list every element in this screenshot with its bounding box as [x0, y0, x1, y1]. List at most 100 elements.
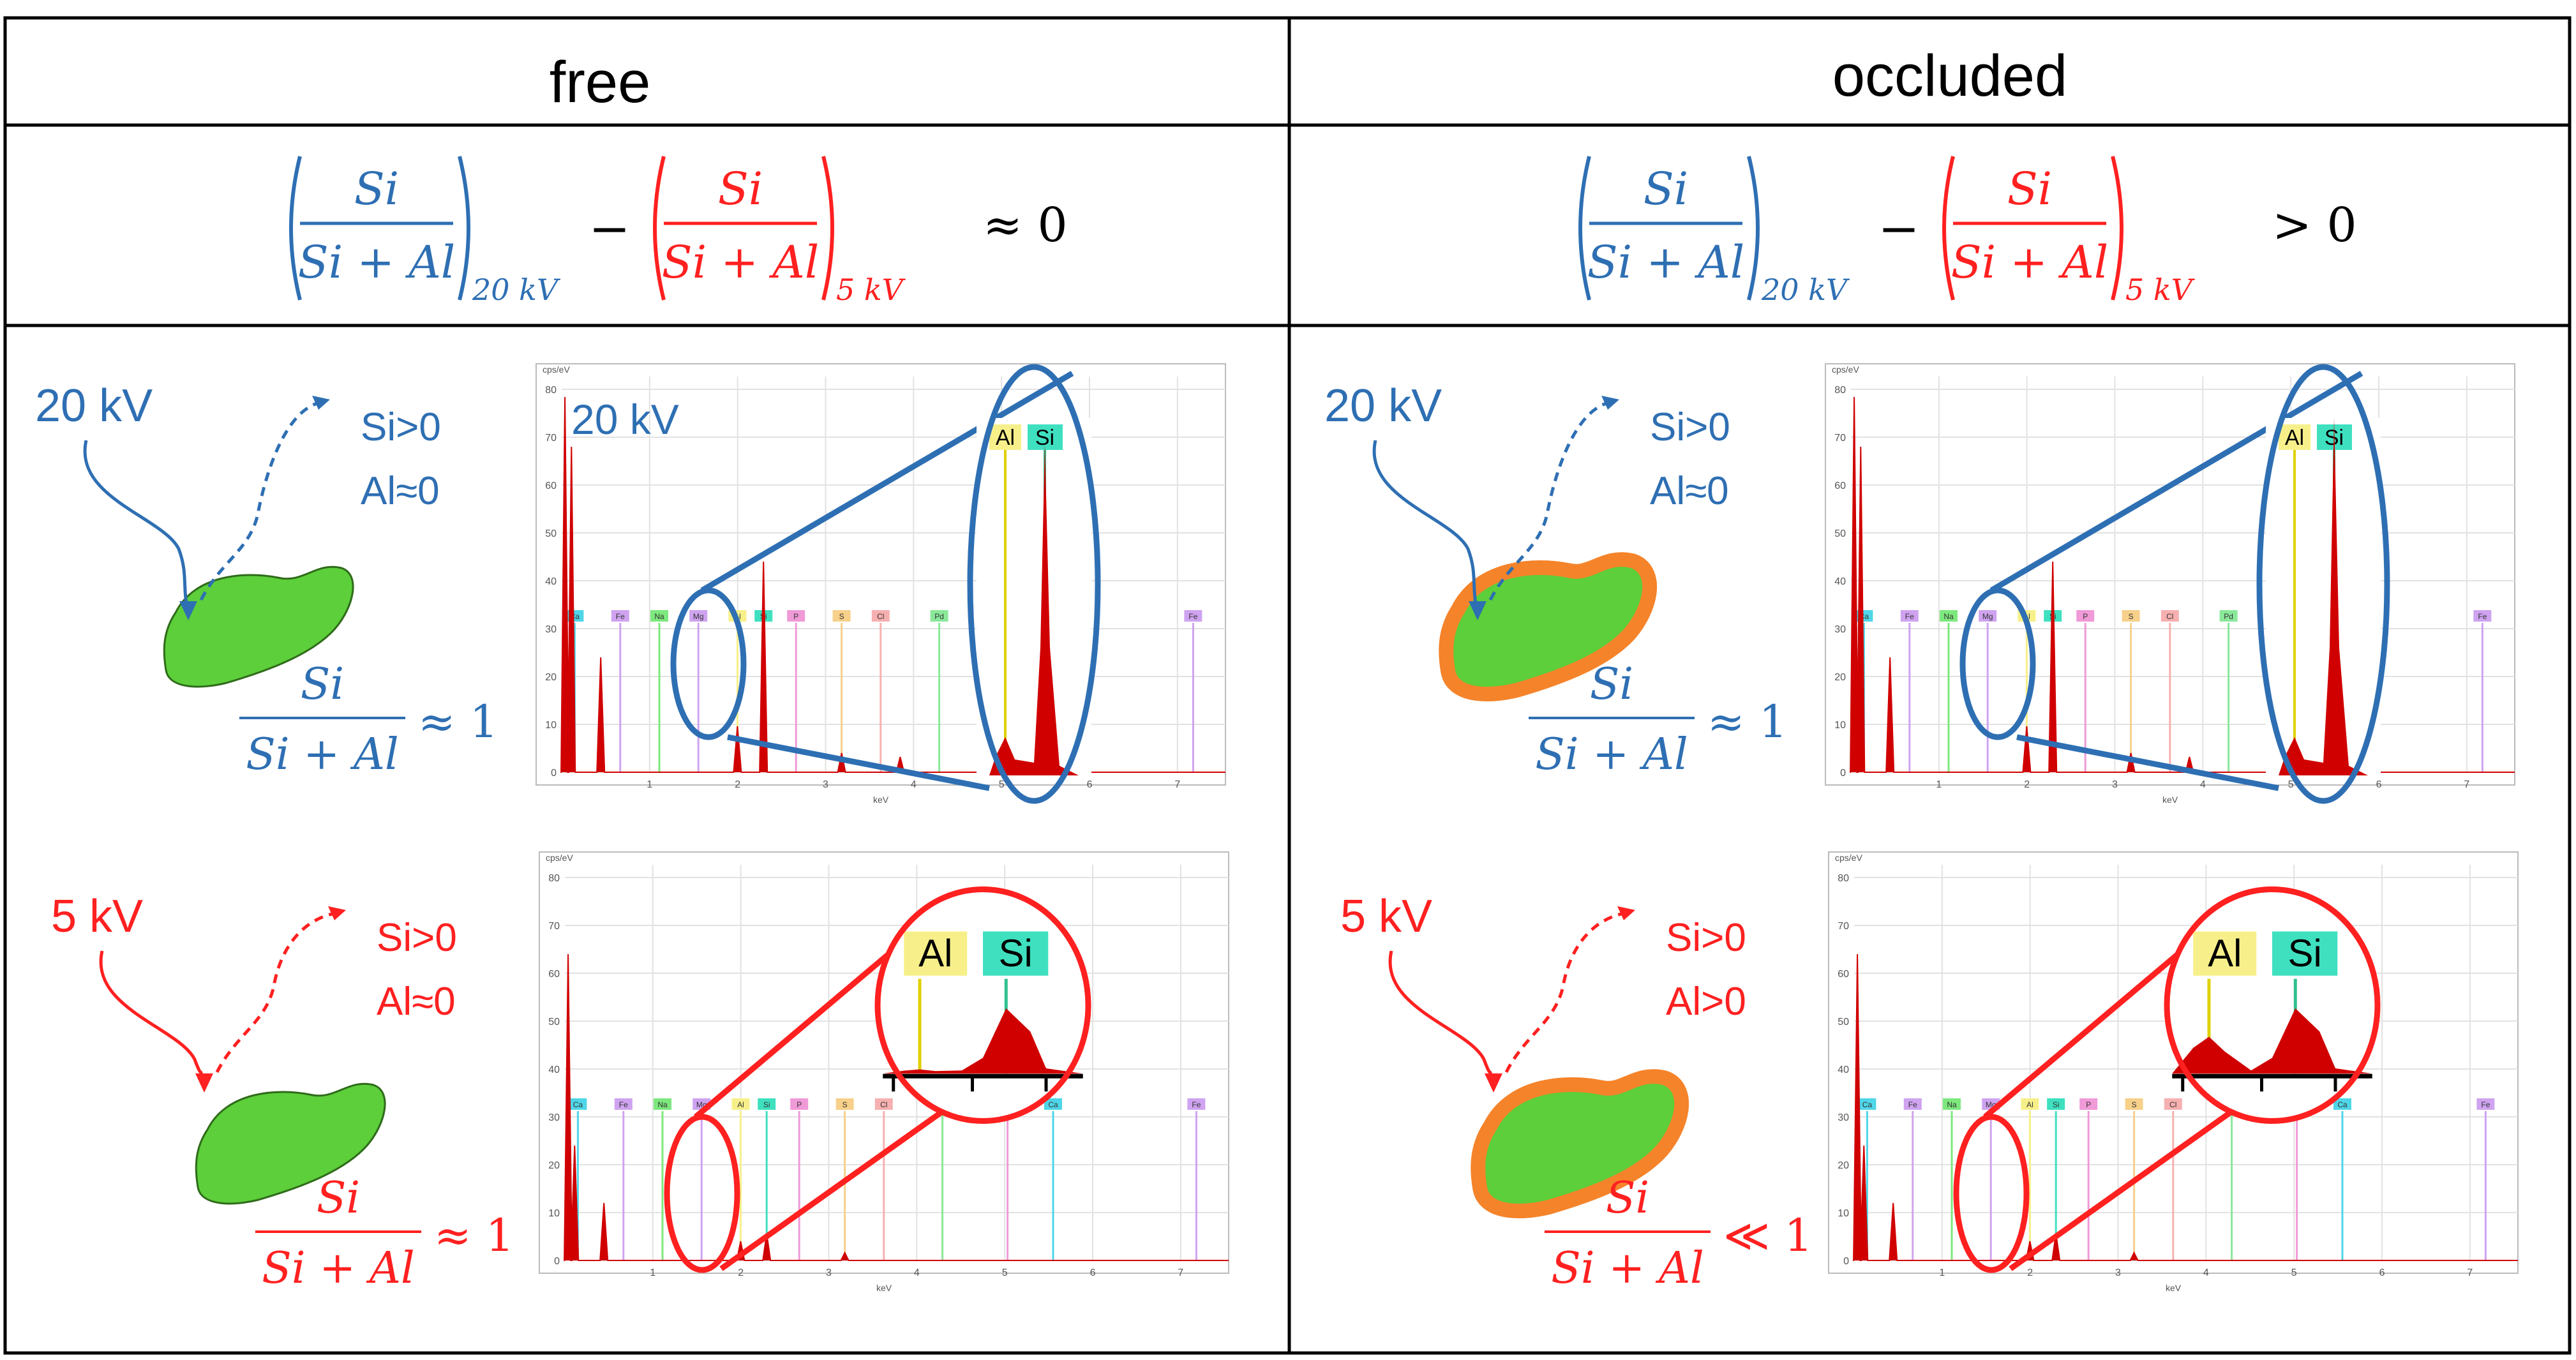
si-label: Si [998, 932, 1032, 975]
y-tick-label: 20 [1838, 1160, 1849, 1171]
al-label: Al [2285, 426, 2304, 450]
right-parenthesis [1747, 156, 1760, 301]
x-tick-label: 4 [911, 779, 917, 790]
left-parenthesis [1578, 156, 1591, 301]
zoom-connector-bottom [727, 734, 990, 791]
subscript-20kv: 20 kV [472, 273, 561, 307]
beam-voltage-label: 20 kV [1324, 380, 1442, 431]
element-tag-label: Mg [693, 612, 704, 621]
y-tick-label: 10 [548, 1208, 560, 1219]
beam-voltage-label: 5 kV [51, 891, 143, 942]
element-tag [1858, 1098, 1876, 1110]
incoming-beam [1388, 950, 1495, 1086]
particle [1439, 552, 1658, 701]
y-tick-label: 70 [548, 921, 560, 932]
zoom-source-ellipse [664, 1114, 740, 1273]
column-header-free: free [550, 50, 651, 115]
emitted-xray [215, 911, 339, 1073]
element-tag [2476, 1098, 2495, 1110]
incoming-beam [1372, 440, 1479, 613]
x-tick-label: 3 [823, 779, 828, 790]
xray-arrowhead [328, 906, 346, 920]
element-tag [930, 610, 948, 622]
ratio-relation: ≈ 1 [1707, 696, 1787, 748]
x-tick-label: 6 [2379, 1267, 2385, 1278]
element-tag [832, 610, 851, 622]
table-border [3, 16, 2572, 1355]
element-tag-label: Cl [2166, 612, 2173, 621]
y-tick-label: 30 [545, 624, 557, 635]
x-tick-label: 6 [2376, 779, 2382, 790]
ratio-relation: ≈ 1 [434, 1209, 514, 1262]
element-tag-label: Cl [880, 1100, 887, 1109]
al-label-box [989, 424, 1021, 450]
beam-voltage-label: 20 kV [35, 380, 153, 431]
x-tick-label: 2 [738, 1267, 744, 1278]
element-tag [2076, 610, 2095, 622]
zoomed-peak-trace [883, 1008, 1083, 1074]
element-tag [787, 610, 805, 622]
spectrum-trace [564, 953, 1229, 1261]
x-tick-label: 1 [1936, 779, 1942, 790]
right-parenthesis [458, 156, 470, 301]
element-tag-label: Fe [1188, 612, 1197, 621]
element-tag-label: Ca [1048, 1100, 1058, 1109]
element-tag-label: Mg [1982, 612, 1993, 621]
fraction-numerator: Si [718, 163, 763, 215]
element-tag [871, 610, 890, 622]
x-tick-label: 7 [1174, 779, 1180, 790]
element-tag [758, 1098, 776, 1110]
element-tag-label: Na [1943, 612, 1954, 621]
minus-sign: − [588, 200, 630, 258]
y-tick-label: 20 [1834, 672, 1846, 683]
si-signal: Si>0 [1650, 405, 1730, 449]
xray-arrowhead [312, 396, 330, 410]
fraction-denominator: Si + Al [662, 236, 819, 288]
emitted-xray [1488, 400, 1612, 601]
y-tick-label: 0 [1843, 1256, 1849, 1267]
ratio-denominator: Si + Al [1535, 729, 1688, 780]
zoom-connector-bottom [2016, 734, 2279, 791]
zoom-background [977, 418, 1091, 775]
incoming-beam [99, 950, 206, 1086]
ratio-numerator: Si [1606, 1173, 1649, 1223]
ratio-denominator: Si + Al [1551, 1243, 1704, 1294]
emitted-xray [199, 400, 323, 601]
element-tag-label: Na [654, 612, 664, 621]
element-tag-label: P [797, 1100, 802, 1109]
y-tick-label: 40 [548, 1065, 560, 1075]
y-tick-label: 20 [548, 1160, 560, 1171]
y-tick-label: 0 [554, 1256, 560, 1267]
zoom-background [2266, 418, 2381, 775]
y-tick-label: 60 [545, 481, 557, 491]
subscript-20kv: 20 kV [1761, 273, 1850, 307]
beam-arrowhead [1469, 601, 1486, 620]
element-tag-label: Al [2026, 1100, 2033, 1109]
fraction-numerator: Si [1644, 163, 1688, 215]
element-tag-label: S [842, 1100, 848, 1109]
element-tag [689, 610, 708, 622]
subscript-5kv: 5 kV [836, 273, 906, 307]
fraction-denominator: Si + Al [1587, 236, 1744, 288]
ratio-denominator: Si + Al [262, 1243, 414, 1294]
y-tick-label: 70 [545, 433, 557, 444]
al-label: Al [2208, 932, 2242, 975]
element-tag [731, 1098, 750, 1110]
y-unit-label: cps/eV [543, 364, 570, 375]
y-tick-label: 80 [1834, 385, 1846, 396]
x-tick-label: 7 [2467, 1267, 2473, 1278]
al-signal: Al>0 [1666, 980, 1746, 1024]
y-unit-label: cps/eV [1835, 853, 1862, 863]
x-tick-label: 7 [1178, 1267, 1183, 1278]
x-tick-label: 3 [2112, 779, 2118, 790]
element-tag-label: Na [1947, 1100, 1957, 1109]
element-tag [614, 1098, 633, 1110]
zoom-source-ellipse [1959, 587, 2036, 740]
x-tick-label: 4 [914, 1267, 920, 1278]
